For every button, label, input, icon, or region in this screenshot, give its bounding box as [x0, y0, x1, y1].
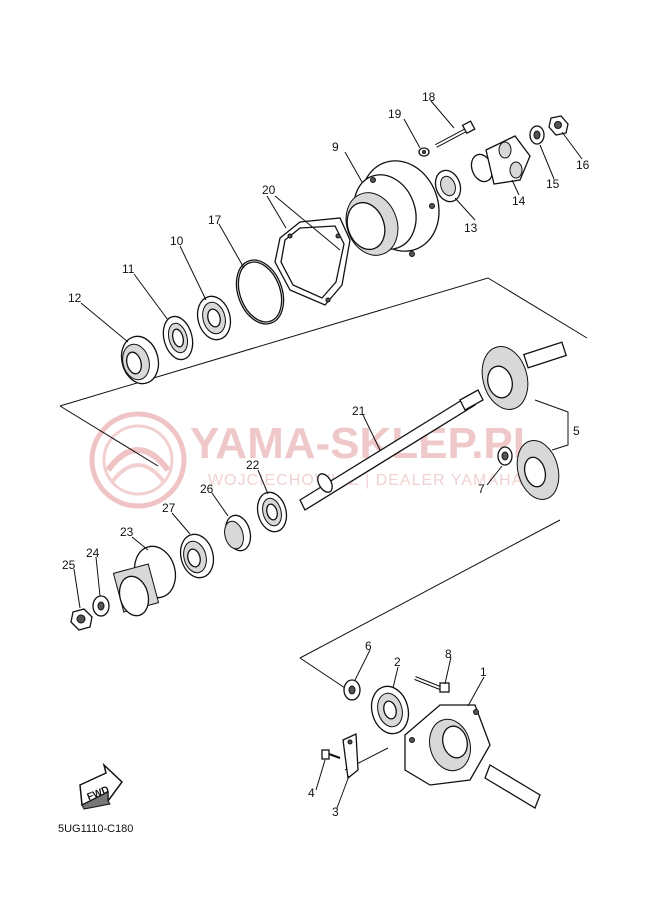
case-1 [404, 704, 541, 809]
diagram-code: 5UG1110-C180 [58, 823, 133, 835]
callout-20: 20 [262, 183, 276, 197]
callout-24: 24 [86, 546, 100, 560]
callout-6: 6 [365, 639, 372, 653]
callout-4: 4 [308, 786, 315, 800]
callout-14: 14 [512, 194, 526, 208]
leader-lines [73, 100, 583, 809]
bearing-housing-9 [345, 160, 440, 257]
callout-numbers: 1 2 3 4 5 6 7 8 9 10 11 12 13 14 15 16 1… [62, 90, 590, 819]
callout-18: 18 [422, 90, 436, 104]
bearing-10 [196, 295, 232, 341]
gasket-20 [274, 217, 351, 306]
callout-8: 8 [445, 647, 452, 661]
callout-25: 25 [62, 558, 76, 572]
callout-3: 3 [332, 805, 339, 819]
callout-9: 9 [332, 140, 339, 154]
ring-gear [516, 440, 560, 500]
callout-27: 27 [162, 501, 176, 515]
nut-16 [548, 115, 569, 136]
callout-10: 10 [170, 234, 184, 248]
callout-7: 7 [478, 482, 485, 496]
callout-21: 21 [352, 404, 366, 418]
stay-3 [342, 733, 359, 780]
oil-seal-12 [120, 335, 160, 385]
bracket-5 [534, 399, 569, 451]
callout-15: 15 [546, 177, 560, 191]
bearing-22 [256, 491, 288, 533]
callout-1: 1 [480, 665, 487, 679]
callout-12: 12 [68, 291, 82, 305]
callout-2: 2 [394, 655, 401, 669]
fwd-arrow-icon: FWD [79, 762, 123, 810]
watermark-subtitle: WOJCIECHOWICZ | DEALER YAMAHA [208, 472, 523, 489]
coupling-gear-23 [112, 545, 177, 617]
callout-26: 26 [200, 482, 214, 496]
watermark-logo-icon [89, 411, 187, 509]
callout-16: 16 [576, 158, 590, 172]
bolt-18 [435, 120, 476, 148]
washer-19 [418, 147, 430, 157]
washer-6 [343, 679, 361, 701]
oil-seal-13 [434, 169, 462, 203]
callout-13: 13 [464, 221, 478, 235]
nut-25 [70, 608, 93, 631]
o-ring-17 [235, 259, 285, 325]
bearing-retainer-11 [162, 315, 194, 361]
callout-5: 5 [573, 424, 580, 438]
washer-15 [529, 125, 545, 145]
callout-11: 11 [122, 262, 135, 276]
bearing-2 [370, 685, 410, 735]
collar-26 [224, 514, 252, 552]
shim-7 [497, 446, 513, 466]
bolt-8 [414, 676, 450, 693]
oil-seal-27 [179, 533, 215, 579]
shaft-21 [299, 389, 484, 511]
callout-17: 17 [208, 213, 222, 227]
callout-23: 23 [120, 525, 134, 539]
yoke-14 [470, 135, 531, 185]
callout-19: 19 [388, 107, 402, 121]
group-outline-upper [59, 277, 588, 467]
bolt-4 [321, 749, 341, 760]
drive-pinion-gear [481, 341, 568, 410]
callout-22: 22 [246, 458, 260, 472]
washer-24 [92, 595, 110, 617]
